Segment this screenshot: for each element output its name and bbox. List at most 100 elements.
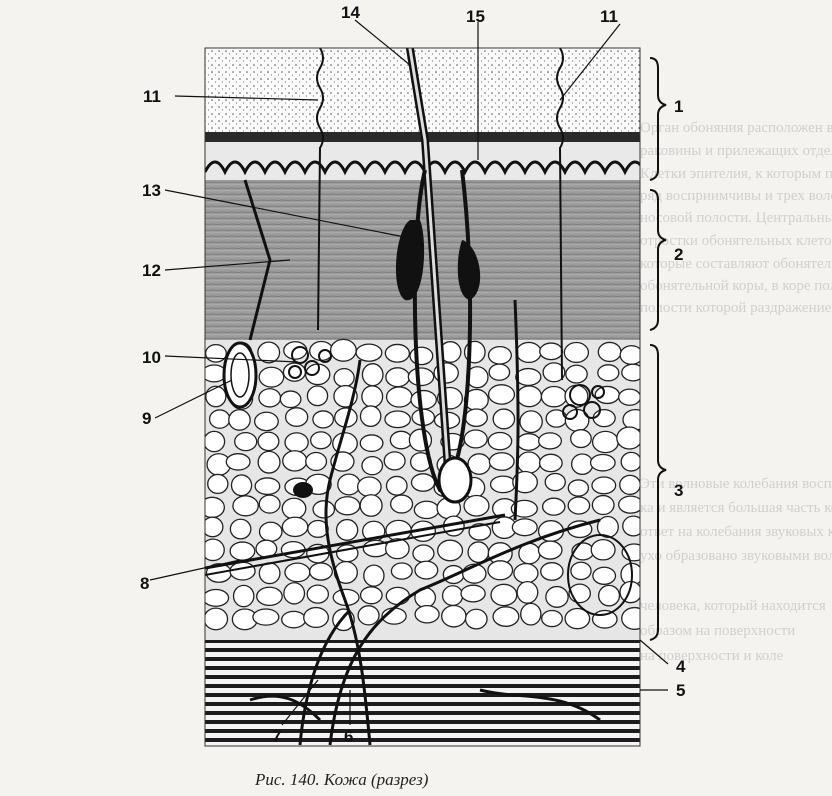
fat-cell	[208, 474, 228, 493]
fat-cell	[593, 410, 615, 427]
background-text-line: Эти волновые колебания воспринимаются у …	[640, 476, 832, 492]
figure-caption: Рис. 140. Кожа (разрез)	[255, 770, 428, 790]
fat-cell	[593, 567, 616, 584]
fat-cell	[331, 339, 357, 361]
fat-cell	[282, 517, 307, 536]
fat-cell	[364, 565, 384, 586]
background-text-line: человека, который находится	[640, 598, 826, 614]
background-text-line: ответ на колебания звуковых колебания в	[640, 524, 832, 540]
fat-cell	[390, 431, 411, 448]
fat-cell	[568, 497, 589, 514]
callout-14: 14	[341, 4, 360, 21]
background-text-line: ухо образовано звуковыми волнами ширина	[640, 548, 832, 564]
fat-cell	[258, 451, 280, 473]
fat-cell	[593, 431, 619, 452]
fat-cell	[411, 391, 436, 409]
fat-cell	[258, 432, 279, 450]
fat-cell	[491, 476, 516, 493]
fat-cell	[512, 519, 537, 536]
fat-cell	[259, 389, 281, 407]
fat-cell	[206, 345, 227, 362]
fat-cell	[488, 347, 511, 364]
fat-cell	[518, 452, 541, 473]
fat-cell	[234, 585, 254, 606]
fat-cell	[514, 564, 538, 583]
background-text: Орган обоняния расположен в верхней носо…	[640, 120, 832, 664]
callout-2: 2	[674, 246, 683, 263]
fat-cell	[493, 409, 514, 429]
fat-cell	[619, 389, 641, 405]
fat-cell	[572, 454, 593, 474]
fat-cell	[572, 543, 594, 560]
background-text-line: на поверхности и коле	[640, 648, 784, 664]
callout-1: 1	[674, 98, 683, 115]
fat-cell	[391, 563, 412, 579]
fat-cell	[520, 411, 542, 433]
fat-cell	[337, 520, 358, 541]
fat-cell	[233, 496, 258, 516]
callout-8: 8	[140, 575, 149, 592]
fat-cell	[538, 541, 561, 559]
background-text-line: Орган обоняния расположен в верхней носо…	[640, 120, 832, 136]
fat-cell	[464, 496, 489, 517]
fat-cell	[543, 498, 565, 515]
fat-cell	[489, 364, 509, 380]
fat-cell	[387, 387, 412, 407]
fat-cell	[230, 519, 250, 539]
background-text-line: ка и является большая часть которых в	[640, 500, 832, 516]
fat-cell	[257, 587, 282, 605]
callout-4: 4	[676, 658, 685, 675]
fat-cell	[545, 473, 565, 490]
fat-cell	[540, 454, 563, 471]
callout-13: 13	[142, 182, 161, 199]
fat-cell	[491, 584, 517, 605]
fat-cell	[521, 603, 541, 625]
fat-cell	[461, 585, 485, 602]
callout-7: 7	[272, 728, 281, 745]
callout-12: 12	[142, 262, 161, 279]
callout-11-right: 11	[600, 8, 618, 25]
fat-cell	[384, 452, 405, 470]
fat-cell	[230, 562, 255, 580]
fat-cell	[206, 386, 226, 407]
fat-cell	[464, 430, 487, 448]
fat-cell	[362, 364, 383, 386]
fat-cell	[203, 590, 228, 607]
fat-cell	[442, 605, 466, 626]
skin-block	[200, 0, 648, 750]
fat-cell	[386, 368, 410, 387]
fat-cell	[230, 542, 255, 560]
callout-9: 9	[142, 410, 151, 427]
fat-cell	[620, 475, 641, 494]
fat-cell	[595, 386, 619, 403]
fat-cell	[362, 457, 383, 475]
fat-cell	[540, 343, 563, 360]
fat-cell	[259, 367, 283, 387]
fat-cell	[231, 475, 251, 496]
fat-cell	[517, 434, 540, 451]
fat-cell	[592, 477, 616, 494]
fat-cell	[493, 607, 519, 626]
fat-cell	[358, 606, 379, 625]
fat-cell	[286, 408, 308, 427]
fat-cell	[566, 365, 587, 383]
fat-cell	[284, 583, 305, 604]
fat-cell	[593, 610, 617, 628]
fat-cell	[488, 432, 511, 449]
fat-cell	[285, 433, 308, 452]
fat-cell	[466, 609, 488, 629]
fat-cell	[413, 545, 434, 562]
fat-cell	[542, 610, 563, 626]
fat-cell	[313, 411, 334, 428]
callout-11-left: 11	[143, 88, 161, 105]
fat-cell	[517, 386, 542, 407]
background-text-line: ряд восприимчивы и трех волосковых пар	[640, 188, 832, 204]
background-text-line: которые составляют обонятельный тракт, в…	[640, 256, 832, 272]
fat-cell	[358, 477, 381, 497]
fat-cell	[465, 409, 487, 426]
fat-cell	[415, 561, 438, 579]
fat-cell	[200, 497, 224, 517]
background-text-line: раковины и прилежащих отделах перегородк…	[640, 143, 832, 159]
fat-cell	[415, 606, 439, 623]
